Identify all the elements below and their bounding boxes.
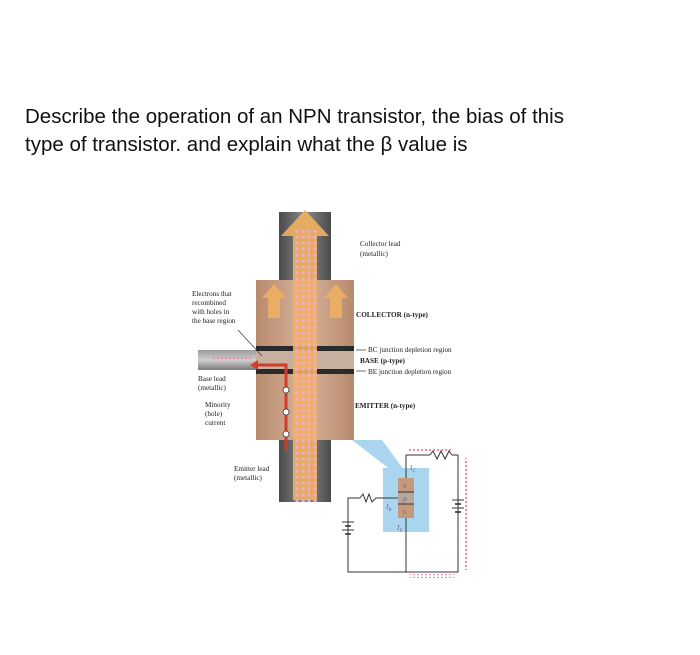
label-minority-3: current xyxy=(205,419,225,427)
label-ie: IE xyxy=(396,524,402,534)
label-electrons-recombined-1: Electrons that xyxy=(192,290,232,298)
hole-3 xyxy=(282,430,290,438)
battery-base xyxy=(342,521,354,535)
layer-p: p xyxy=(402,495,407,503)
label-ib: IB xyxy=(385,503,391,513)
base-lead-electrons xyxy=(212,355,252,361)
label-emitter-lead-2: (metallic) xyxy=(234,474,263,482)
layer-n-top: n xyxy=(403,482,407,490)
label-collector-lead-2: (metallic) xyxy=(360,250,389,258)
label-base-lead-2: (metallic) xyxy=(198,384,227,392)
circuit-transistor-n-top xyxy=(398,478,414,492)
pointer-electrons-recombined xyxy=(237,329,263,357)
battery-collector xyxy=(452,499,464,513)
label-bc-depletion: BC junction depletion region xyxy=(368,346,452,354)
minority-hole-current xyxy=(258,363,288,450)
label-collector-lead-1: Collector lead xyxy=(360,240,401,248)
label-base-lead-1: Base lead xyxy=(198,375,226,383)
circuit-electrons-top xyxy=(408,449,452,453)
wire-collector xyxy=(405,454,430,478)
layer-n-bottom: n xyxy=(403,508,407,516)
label-emitter: EMITTER (n-type) xyxy=(355,402,416,410)
circuit-transistor-p xyxy=(398,492,414,504)
label-be-depletion: BE junction depletion region xyxy=(368,368,452,376)
label-collector: COLLECTOR (n-type) xyxy=(356,311,429,319)
circuit-electrons-bottom xyxy=(410,574,454,578)
circuit-transistor-n-bottom xyxy=(398,504,414,518)
label-minority-2: (hole) xyxy=(205,410,223,418)
question-line-2: type of transistor. and explain what the… xyxy=(25,133,468,156)
question-line-1: Describe the operation of an NPN transis… xyxy=(25,105,564,128)
hole-2 xyxy=(282,408,290,416)
hole-current-arrowhead xyxy=(250,360,258,370)
label-minority-1: Minority xyxy=(205,401,231,409)
label-base: BASE (p-type) xyxy=(360,357,406,365)
label-ic: IC xyxy=(409,464,416,474)
collector-side-arrow-right xyxy=(324,284,348,318)
label-electrons-recombined-2: recombined xyxy=(192,299,226,307)
label-electrons-recombined-4: the base region xyxy=(192,317,236,325)
electron-stream xyxy=(293,230,317,502)
question-text: Describe the operation of an NPN transis… xyxy=(25,103,685,159)
collector-side-arrow-left xyxy=(262,284,286,318)
hole-1 xyxy=(282,386,290,394)
circuit-electrons-right xyxy=(464,458,468,570)
wire-base-left xyxy=(347,497,406,573)
circuit-inset: n p n IC IB IE xyxy=(342,440,468,578)
wire-collector-right xyxy=(406,454,459,573)
label-emitter-lead-1: Emitter lead xyxy=(234,465,270,473)
resistor-base xyxy=(359,492,377,504)
label-electrons-recombined-3: with holes in xyxy=(192,308,230,316)
